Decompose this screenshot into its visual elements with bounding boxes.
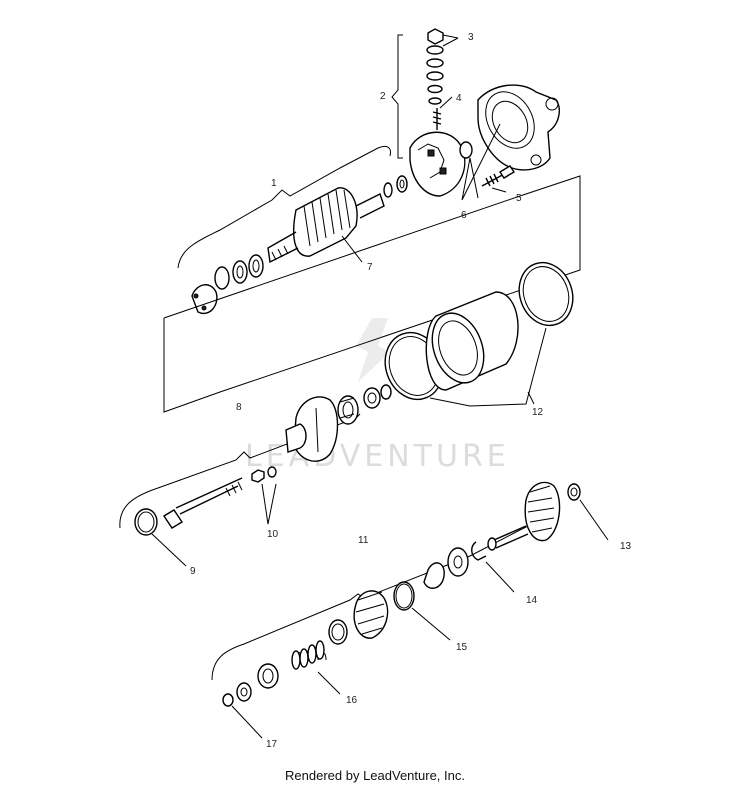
callout-labels: 1 2 3 4 5 6 7 8 9 10 11 12 13 14 15 16 1… — [190, 32, 632, 750]
callout-15: 15 — [456, 642, 468, 653]
callout-6: 6 — [461, 210, 467, 221]
callout-17: 17 — [266, 739, 278, 750]
leader-lines — [231, 34, 609, 739]
group-11-drive — [211, 481, 581, 707]
group-8-end-frame — [119, 384, 392, 567]
callout-14: 14 — [526, 595, 538, 606]
watermark-text: LEADVENTURE — [245, 439, 510, 474]
group-12-yoke — [384, 261, 574, 407]
callout-2: 2 — [380, 91, 386, 102]
group-1-armature — [177, 145, 408, 315]
callout-7: 7 — [367, 262, 373, 273]
callout-16: 16 — [346, 695, 358, 706]
callout-13: 13 — [620, 541, 632, 552]
callout-3: 3 — [468, 32, 474, 43]
group-2-brush-holder — [391, 28, 560, 197]
callout-8: 8 — [236, 402, 242, 413]
group-box — [163, 175, 581, 413]
callout-12: 12 — [532, 407, 544, 418]
callout-4: 4 — [456, 93, 462, 104]
watermark: LEADVENTURE — [245, 318, 510, 474]
callout-9: 9 — [190, 566, 196, 577]
footer-credit: Rendered by LeadVenture, Inc. — [285, 768, 465, 783]
callout-11: 11 — [358, 535, 369, 546]
callout-5: 5 — [516, 193, 522, 204]
callout-10: 10 — [267, 529, 279, 540]
callout-1: 1 — [271, 178, 277, 189]
